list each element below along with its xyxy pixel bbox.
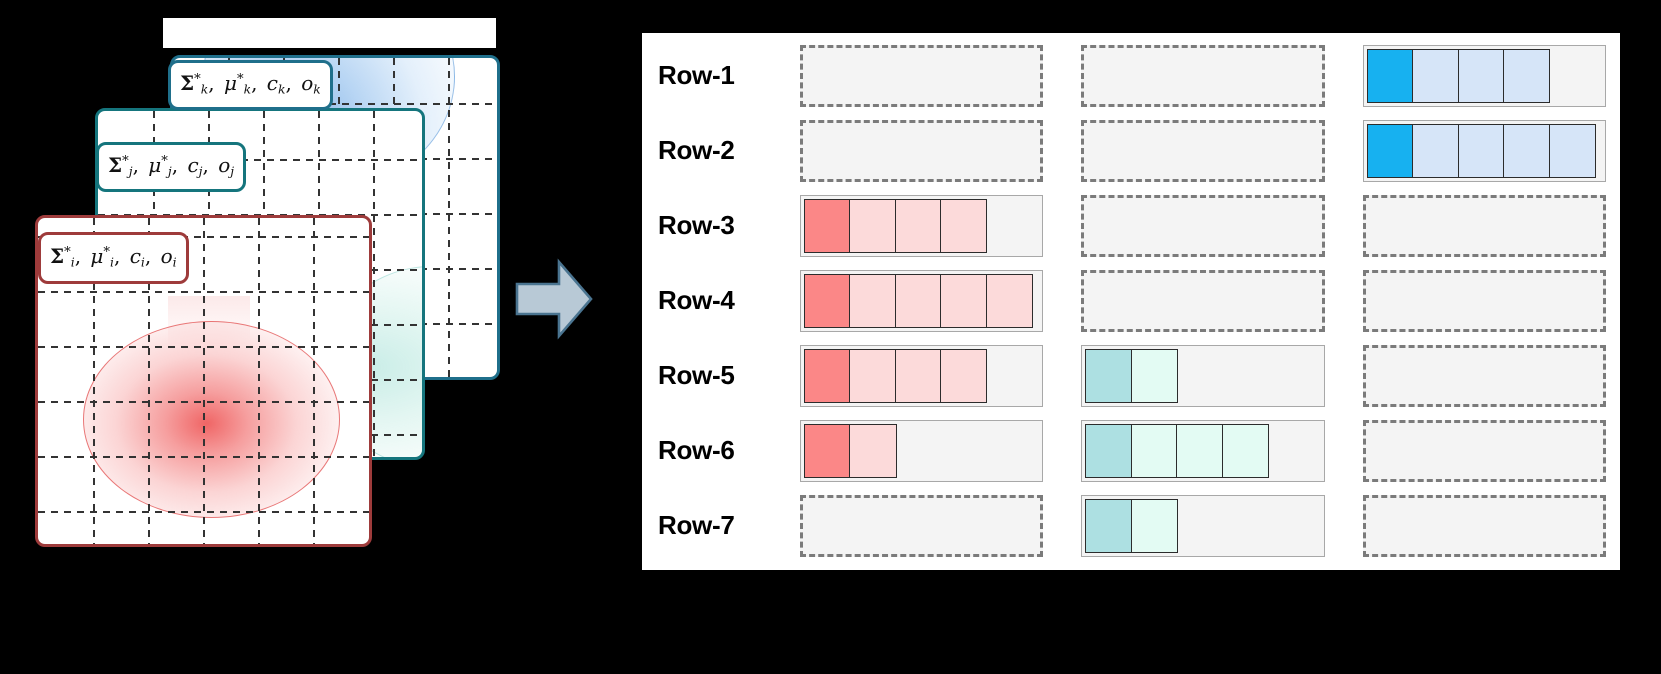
gridline-h	[38, 456, 369, 458]
cell-red-strong[interactable]	[804, 273, 852, 328]
slot-r7-c1[interactable]	[800, 494, 1044, 557]
slot-r2-c2[interactable]	[1081, 119, 1325, 182]
cell-blue-light[interactable]	[1457, 123, 1505, 178]
card-label-i-math: Σ*i, μ*i, ci, oi	[50, 243, 177, 270]
slot-r1-c1[interactable]	[800, 44, 1044, 107]
row-label-3: Row-3	[658, 210, 735, 240]
card-label-j-math: Σ*j, μ*j, cj, oj	[108, 152, 235, 179]
gridline-h	[98, 159, 422, 161]
gridline-v	[148, 218, 150, 544]
slot-r7-c2[interactable]	[1081, 494, 1325, 557]
row-label-6: Row-6	[658, 435, 735, 465]
slot-r6-c3[interactable]	[1362, 419, 1606, 482]
cell-red-light[interactable]	[894, 198, 942, 253]
gaussian-blob-i	[83, 321, 340, 518]
slot-r4-c2[interactable]	[1081, 269, 1325, 332]
cell-group	[1085, 498, 1320, 553]
slot-r7-c3[interactable]	[1362, 494, 1606, 557]
cell-blue-light[interactable]	[1548, 123, 1596, 178]
gridline-v	[448, 58, 450, 377]
card-label-i: Σ*i, μ*i, ci, oi	[38, 232, 189, 284]
cell-blue-light[interactable]	[1412, 123, 1460, 178]
cell-blue-light[interactable]	[1412, 48, 1460, 103]
white-background-strip	[163, 18, 496, 48]
row-label-1: Row-1	[658, 60, 735, 90]
cell-teal-light[interactable]	[1130, 423, 1178, 478]
cell-blue-strong[interactable]	[1366, 48, 1414, 103]
cell-red-light[interactable]	[940, 273, 988, 328]
gridline-h	[38, 291, 369, 293]
slot-r5-c1[interactable]	[800, 344, 1044, 407]
cell-group	[1366, 48, 1602, 103]
cell-blue-light[interactable]	[1503, 123, 1551, 178]
row-label-7: Row-7	[658, 510, 735, 540]
cell-group	[1085, 423, 1320, 478]
slot-r5-c2[interactable]	[1081, 344, 1325, 407]
cell-red-light[interactable]	[940, 198, 988, 253]
gridline-h	[38, 511, 369, 513]
cell-red-strong[interactable]	[804, 348, 852, 403]
cell-red-light[interactable]	[894, 348, 942, 403]
slot-r6-c2[interactable]	[1081, 419, 1325, 482]
row-label-5: Row-5	[658, 360, 735, 390]
gridline-v	[203, 218, 205, 544]
cell-group	[1366, 123, 1602, 178]
card-label-k: Σ*k, μ*k, ck, ok	[168, 60, 333, 110]
cell-blue-strong[interactable]	[1366, 123, 1414, 178]
slot-r2-c1[interactable]	[800, 119, 1044, 182]
cell-red-strong[interactable]	[804, 198, 852, 253]
gridline-h	[38, 346, 369, 348]
card-label-k-math: Σ*k, μ*k, ck, ok	[180, 70, 321, 97]
cell-group	[804, 198, 1039, 253]
cell-teal-strong[interactable]	[1085, 498, 1133, 553]
cell-teal-light[interactable]	[1130, 348, 1178, 403]
cell-red-light[interactable]	[985, 273, 1033, 328]
cell-teal-light[interactable]	[1130, 498, 1178, 553]
row-label-4: Row-4	[658, 285, 735, 315]
gridline-h	[38, 236, 369, 238]
cell-red-light[interactable]	[940, 348, 988, 403]
cell-red-light[interactable]	[849, 198, 897, 253]
gridline-v	[93, 218, 95, 544]
cell-red-light[interactable]	[894, 273, 942, 328]
gridline-v	[313, 218, 315, 544]
cell-teal-strong[interactable]	[1085, 348, 1133, 403]
gridline-h	[38, 401, 369, 403]
slot-r5-c3[interactable]	[1362, 344, 1606, 407]
cell-red-light[interactable]	[849, 348, 897, 403]
slot-r2-c3[interactable]	[1362, 119, 1606, 182]
gridline-v	[373, 111, 375, 457]
cell-group	[804, 273, 1039, 328]
stacked-gaussian-grid-cards: Σ*k, μ*k, ck, ok Σ*j, μ*j, cj, oj Σ*i, μ…	[0, 0, 560, 600]
slot-r1-c2[interactable]	[1081, 44, 1325, 107]
cell-group	[1085, 348, 1320, 403]
cell-group	[804, 423, 1039, 478]
cell-blue-light[interactable]	[1503, 48, 1551, 103]
slot-r3-c3[interactable]	[1362, 194, 1606, 257]
cell-blue-light[interactable]	[1457, 48, 1505, 103]
flow-arrow-right	[515, 258, 593, 340]
gridline-v	[258, 218, 260, 544]
row-label-2: Row-2	[658, 135, 735, 165]
cell-red-strong[interactable]	[804, 423, 852, 478]
gridline-h	[173, 103, 497, 105]
card-label-j: Σ*j, μ*j, cj, oj	[96, 142, 247, 192]
cell-group	[804, 348, 1039, 403]
slot-r3-c1[interactable]	[800, 194, 1044, 257]
slot-r4-c1[interactable]	[800, 269, 1044, 332]
cell-teal-strong[interactable]	[1085, 423, 1133, 478]
cell-red-light[interactable]	[849, 273, 897, 328]
cell-teal-light[interactable]	[1176, 423, 1224, 478]
slot-r6-c1[interactable]	[800, 419, 1044, 482]
slot-r3-c2[interactable]	[1081, 194, 1325, 257]
slot-r1-c3[interactable]	[1362, 44, 1606, 107]
cell-teal-light[interactable]	[1221, 423, 1269, 478]
cell-red-light[interactable]	[849, 423, 897, 478]
slot-r4-c3[interactable]	[1362, 269, 1606, 332]
